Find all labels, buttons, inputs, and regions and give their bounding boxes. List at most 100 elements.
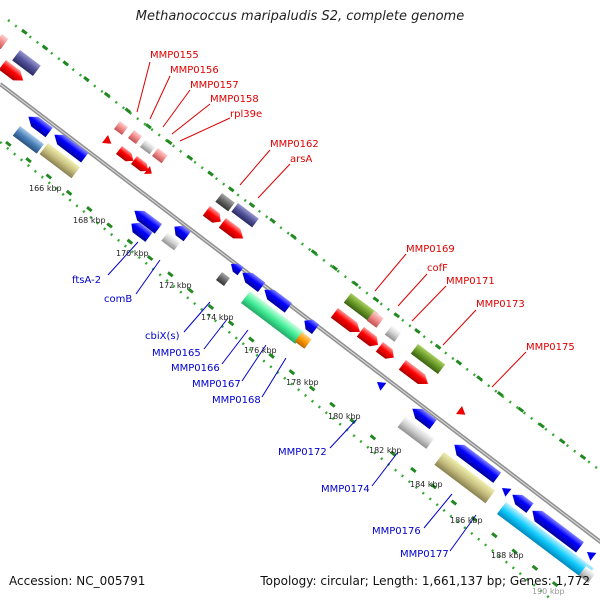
tick-label: 170 kbp — [116, 249, 149, 258]
gene-arrow — [455, 406, 466, 415]
reverse-gene-labels: ftsA-2 comB cbiX(s) MMP0165 MMP0166 MMP0… — [72, 275, 449, 560]
gene-label: MMP0156 — [170, 65, 219, 76]
gene-arrow — [134, 210, 162, 234]
gene-arrow — [501, 487, 512, 497]
gene-block — [151, 148, 168, 164]
gene-label: arsA — [290, 154, 312, 165]
gene-arrow — [330, 308, 360, 333]
gene-label: MMP0155 — [150, 50, 199, 61]
gene-label: MMP0167 — [192, 379, 241, 390]
gene-arrow — [143, 166, 152, 174]
gene-block — [231, 203, 259, 228]
gene-arrow — [532, 510, 584, 553]
gene-label: MMP0166 — [171, 363, 220, 374]
tick-label: 186 kbp — [450, 516, 483, 525]
gene-label: MMP0171 — [446, 276, 495, 287]
gene-block — [434, 452, 496, 504]
outer-dotted-track — [7, 19, 600, 472]
genome-backbone-highlight — [0, 83, 600, 543]
tick-label: 188 kbp — [491, 551, 524, 560]
gene-arrow — [304, 319, 320, 335]
gene-arrow — [28, 116, 53, 138]
tick-labels: 166 kbp 168 kbp 170 kbp 172 kbp 174 kbp … — [29, 184, 565, 596]
gene-arrow — [356, 327, 378, 347]
gene-block — [127, 130, 142, 145]
gene-label: MMP0169 — [406, 244, 455, 255]
gene-arrow — [242, 272, 266, 293]
gene-block — [410, 344, 446, 375]
gene-block — [215, 272, 230, 287]
map-title: Methanococcus maripaludis S2, complete g… — [135, 9, 465, 24]
accession-text: Accession: NC_005791 — [9, 574, 146, 588]
gene-arrow — [398, 360, 428, 385]
gene-block — [161, 232, 181, 251]
tick-label: 176 kbp — [244, 346, 277, 355]
gene-label: MMP0157 — [190, 80, 239, 91]
gene-block — [12, 126, 44, 154]
gene-arrow — [218, 218, 244, 239]
gene-label: MMP0176 — [372, 526, 421, 537]
gene-arrow — [54, 134, 89, 163]
gene-block — [113, 121, 128, 136]
tick-label: 190 kbp — [532, 587, 565, 596]
gene-arrow — [202, 206, 221, 223]
gene-arrow — [375, 342, 394, 359]
gene-arrow — [586, 551, 597, 561]
gene-label: ftsA-2 — [72, 275, 101, 286]
gene-label: cofF — [427, 263, 448, 274]
tick-label: 178 kbp — [286, 378, 319, 387]
gene-arrow — [264, 289, 292, 313]
gene-block — [0, 34, 9, 50]
gene-arrow — [512, 494, 534, 513]
inner-dotted-track — [0, 141, 553, 600]
gene-label: MMP0162 — [270, 139, 319, 150]
tick-label: 184 kbp — [410, 480, 443, 489]
gene-block — [294, 332, 312, 349]
gene-label: rpl39e — [230, 109, 262, 120]
gene-block — [12, 50, 41, 77]
gene-block — [384, 325, 402, 342]
gene-label: MMP0168 — [212, 395, 261, 406]
tick-label: 174 kbp — [201, 313, 234, 322]
gene-block — [215, 193, 235, 212]
gene-block — [240, 291, 305, 344]
gene-label: MMP0175 — [526, 342, 575, 353]
tick-label: 172 kbp — [159, 281, 192, 290]
gene-block — [139, 139, 156, 155]
forward-strand-genes — [0, 34, 466, 415]
gene-block — [366, 311, 384, 328]
tick-label: 180 kbp — [328, 412, 361, 421]
gene-label: MMP0174 — [321, 484, 370, 495]
tick-label: 182 kbp — [369, 446, 402, 455]
gene-arrow — [454, 444, 502, 483]
gene-label: MMP0165 — [152, 348, 201, 359]
reverse-strand-genes — [12, 116, 597, 583]
gene-arrow — [230, 263, 244, 276]
gene-arrow — [376, 381, 387, 391]
gene-label: cbiX(s) — [145, 331, 180, 342]
gene-arrow — [101, 135, 112, 144]
gene-block — [397, 416, 435, 449]
gene-arrow — [0, 60, 24, 81]
reverse-label-leaders — [107, 241, 477, 552]
gene-label: MMP0172 — [278, 447, 327, 458]
gene-arrow — [412, 408, 437, 430]
gene-label: MMP0173 — [476, 299, 525, 310]
outer-tick-track — [21, 28, 600, 472]
tick-label: 168 kbp — [73, 216, 106, 225]
gene-arrow — [130, 156, 149, 172]
gene-block — [39, 143, 80, 179]
gene-label: MMP0177 — [400, 549, 449, 560]
gene-block — [578, 566, 596, 583]
gene-label: comB — [104, 294, 132, 305]
forward-label-leaders — [136, 61, 527, 388]
gene-block — [343, 293, 379, 324]
topology-text: Topology: circular; Length: 1,661,137 bp… — [260, 574, 590, 588]
gene-arrow — [115, 146, 134, 162]
gene-arrow — [174, 225, 191, 242]
gene-arrow — [131, 222, 153, 242]
gene-label: MMP0158 — [210, 94, 259, 105]
gene-block — [496, 502, 594, 581]
forward-gene-labels: MMP0155 MMP0156 MMP0157 MMP0158 rpl39e M… — [150, 50, 575, 353]
